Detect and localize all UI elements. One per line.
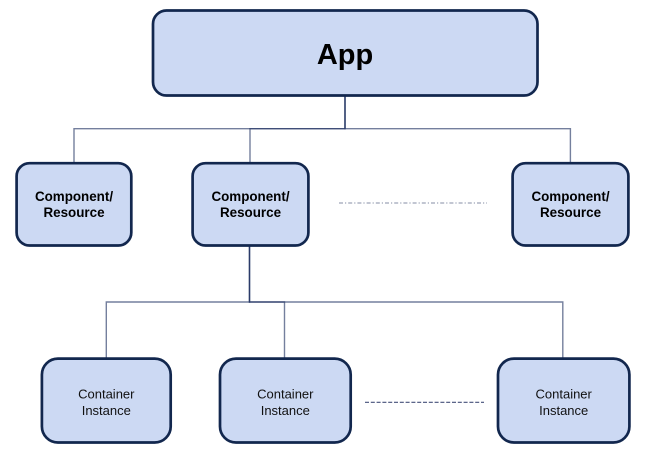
svg-text:Container: Container xyxy=(257,387,314,402)
svg-text:Instance: Instance xyxy=(539,403,588,418)
svg-text:Component/: Component/ xyxy=(35,189,113,204)
svg-text:Container: Container xyxy=(536,387,593,402)
svg-text:Container: Container xyxy=(78,387,135,402)
svg-text:Resource: Resource xyxy=(220,205,281,220)
svg-text:Instance: Instance xyxy=(261,403,310,418)
svg-text:App: App xyxy=(317,39,373,71)
svg-text:Resource: Resource xyxy=(540,205,601,220)
svg-text:Instance: Instance xyxy=(82,403,131,418)
svg-text:Resource: Resource xyxy=(43,205,104,220)
svg-text:Component/: Component/ xyxy=(211,189,289,204)
svg-text:Component/: Component/ xyxy=(531,189,609,204)
